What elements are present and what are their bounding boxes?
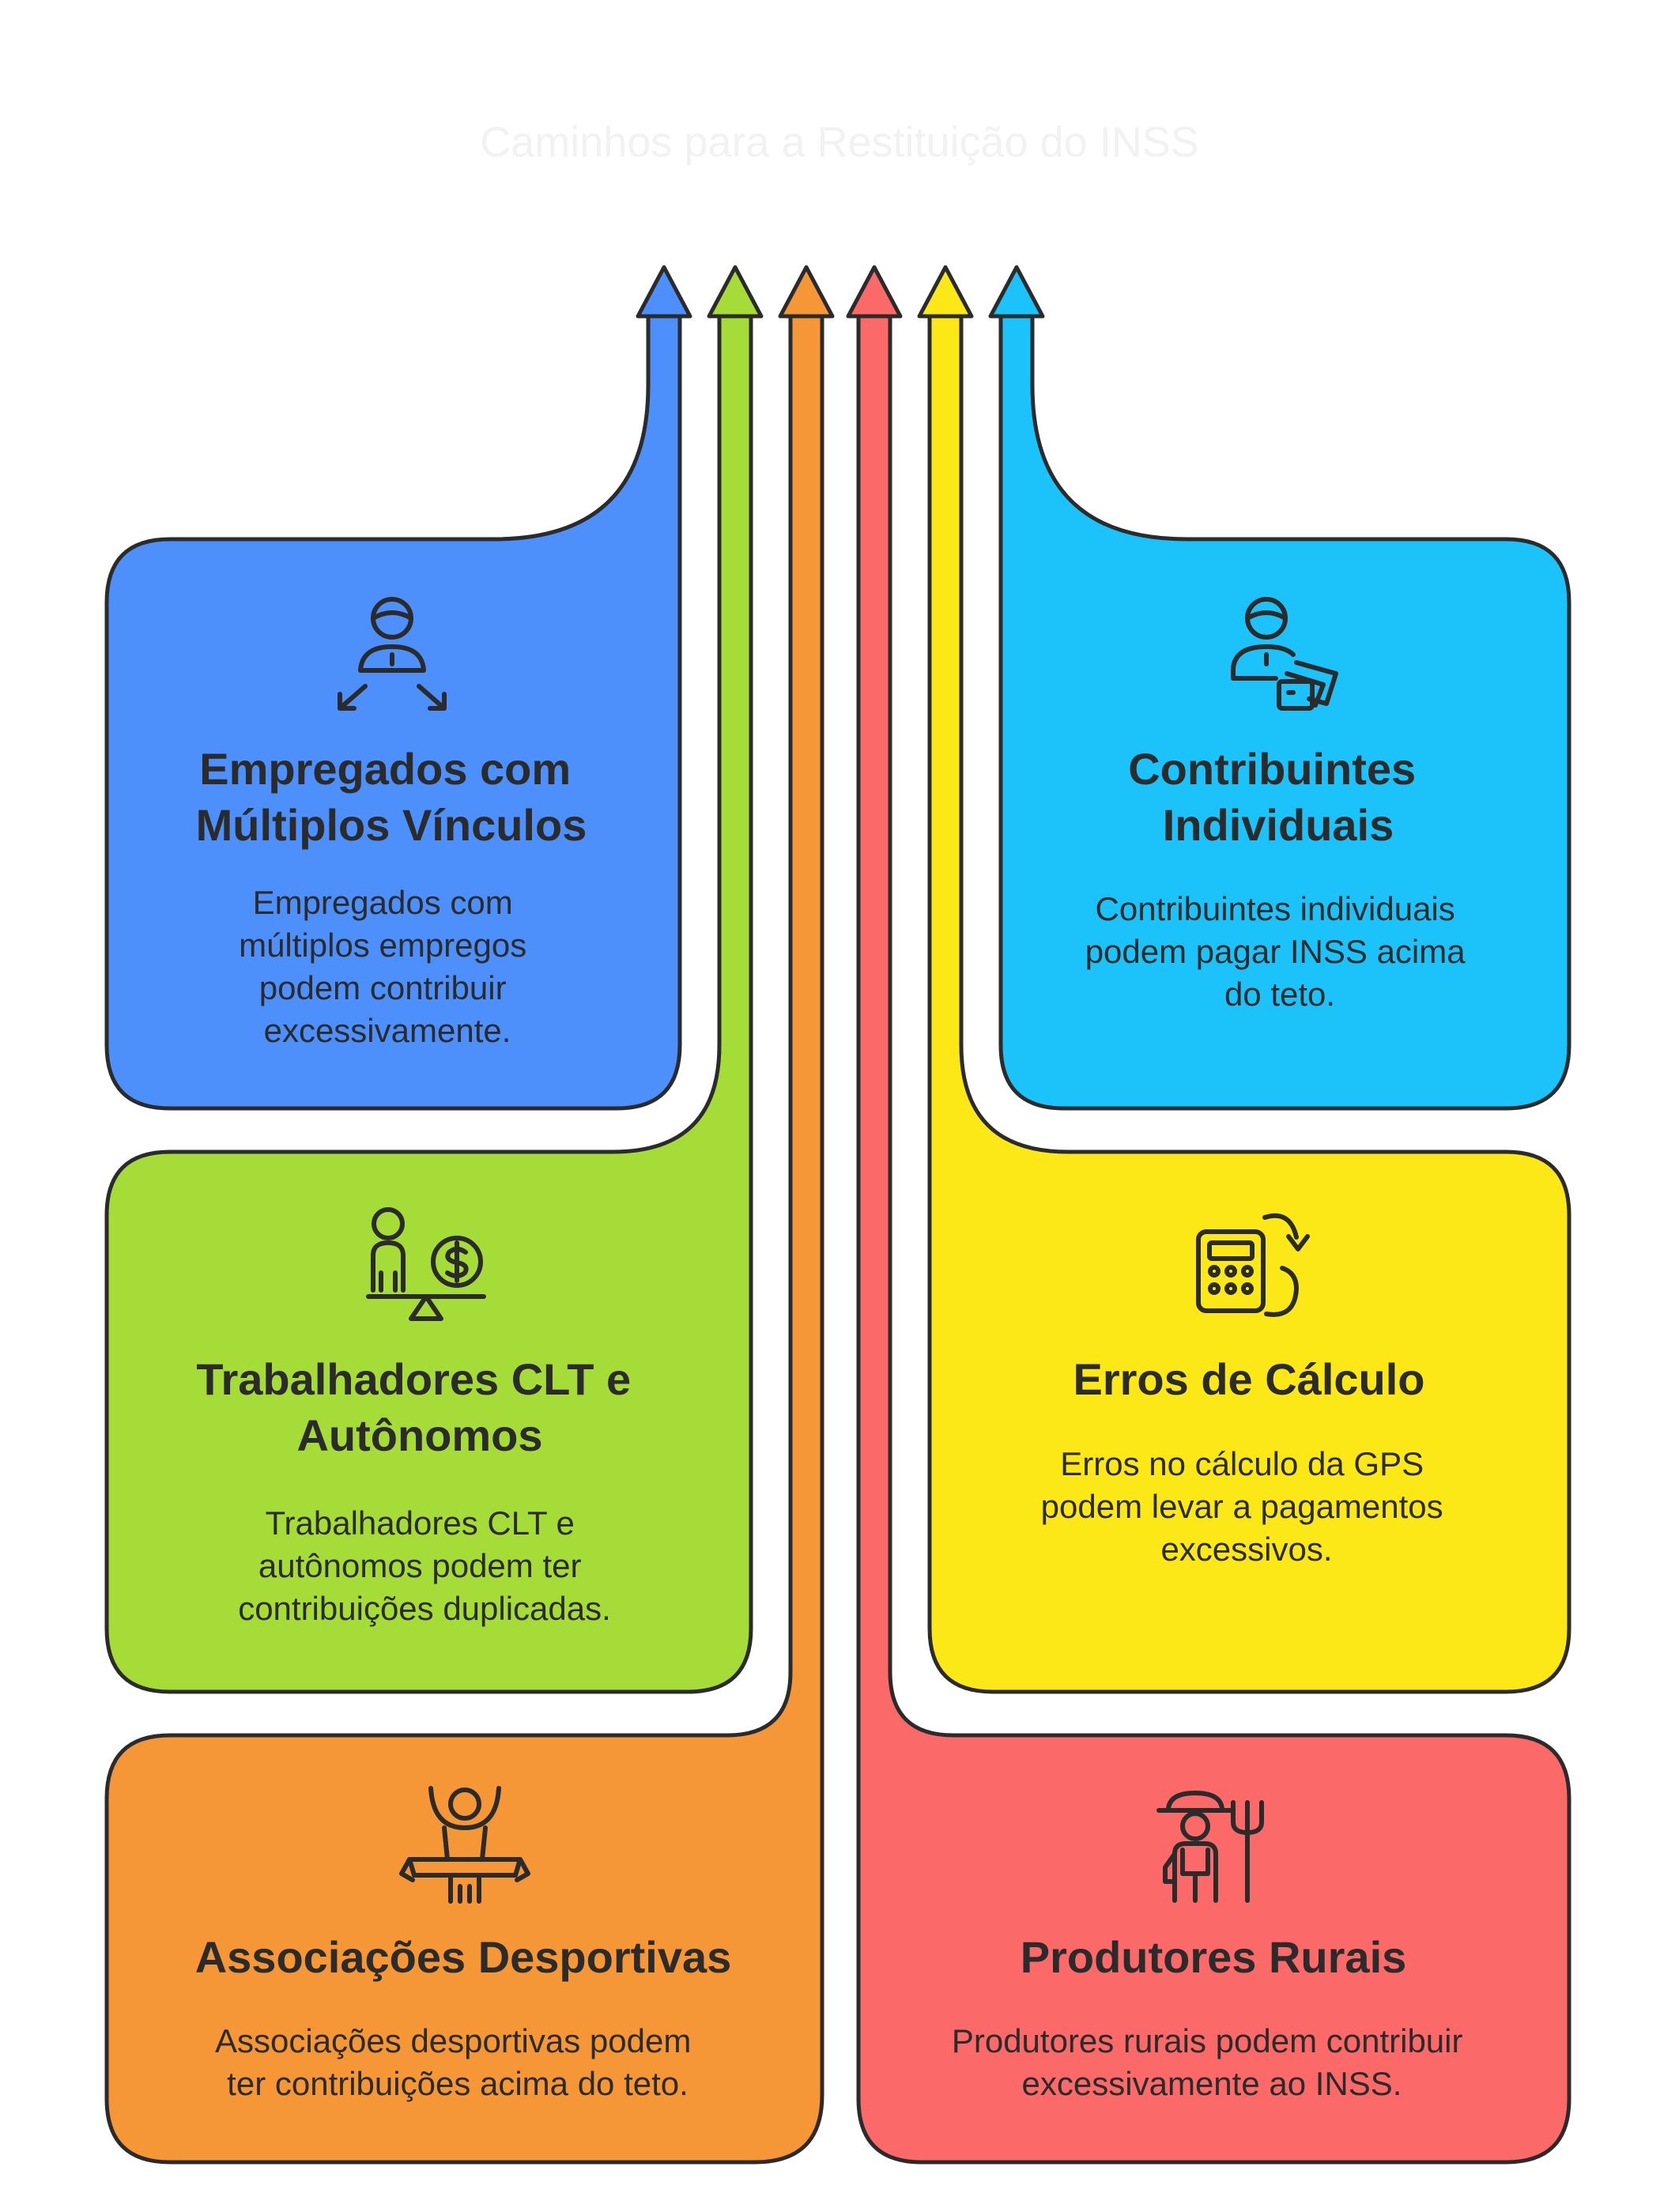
worker-wallet-icon	[1231, 597, 1338, 711]
card-erros-heading: Erros de Cálculo	[1073, 1354, 1424, 1404]
arrowhead-green	[707, 265, 764, 319]
card-clt: Trabalhadores CLT e Autônomos Trabalhado…	[104, 265, 764, 1694]
arrowhead-cyan	[988, 265, 1045, 319]
arrowhead-red	[846, 265, 903, 319]
card-associacoes: Associações Desportivas Associações desp…	[104, 265, 835, 2165]
arrowhead-yellow	[917, 265, 974, 319]
card-erros-desc: Erros no cálculo da GPS podem levar a pa…	[1041, 1445, 1453, 1568]
farmer-pitchfork-icon	[1156, 1791, 1264, 1903]
arrowhead-blue	[636, 265, 692, 319]
card-contribuintes-shape	[998, 314, 1571, 1111]
calculator-refresh-icon	[1196, 1213, 1310, 1317]
card-produtores-heading: Produtores Rurais	[1021, 1932, 1407, 1982]
arrowhead-orange	[778, 265, 835, 319]
card-associacoes-heading: Associações Desportivas	[195, 1932, 732, 1982]
card-produtores-desc: Produtores rurais podem contribuir exces…	[952, 2022, 1472, 2102]
worker-split-arrows-icon	[338, 597, 447, 711]
card-contribuintes-heading: Contribuintes Individuais	[1128, 744, 1428, 850]
card-contribuintes-desc: Contribuintes individuais podem pagar IN…	[1085, 890, 1475, 1013]
card-empregados-desc: Empregados com múltiplos empregos podem …	[239, 884, 536, 1049]
athlete-banner-icon	[399, 1786, 530, 1904]
card-produtores-shape	[856, 314, 1571, 2165]
card-clt-desc: Trabalhadores CLT e autônomos podem ter …	[238, 1504, 611, 1627]
card-clt-heading: Trabalhadores CLT e Autônomos	[196, 1354, 643, 1460]
person-balance-coin-icon	[366, 1207, 486, 1321]
card-empregados-shape	[104, 314, 682, 1111]
card-empregados-heading: Empregados com Múltiplos Vínculos	[196, 744, 587, 850]
card-erros-shape	[927, 314, 1571, 1694]
card-erros: Erros de Cálculo Erros no cálculo da GPS…	[917, 265, 1571, 1694]
diagram-title: Caminhos para a Restituição do INSS	[480, 119, 1198, 166]
card-associacoes-shape	[104, 314, 824, 2165]
card-associacoes-desc: Associações desportivas podem ter contri…	[215, 2022, 700, 2102]
card-contribuintes: Contribuintes Individuais Contribuintes …	[988, 265, 1571, 1111]
card-clt-shape	[104, 314, 753, 1694]
card-produtores: Produtores Rurais Produtores rurais pode…	[846, 265, 1571, 2165]
card-empregados: Empregados com Múltiplos Vínculos Empreg…	[104, 265, 692, 1111]
